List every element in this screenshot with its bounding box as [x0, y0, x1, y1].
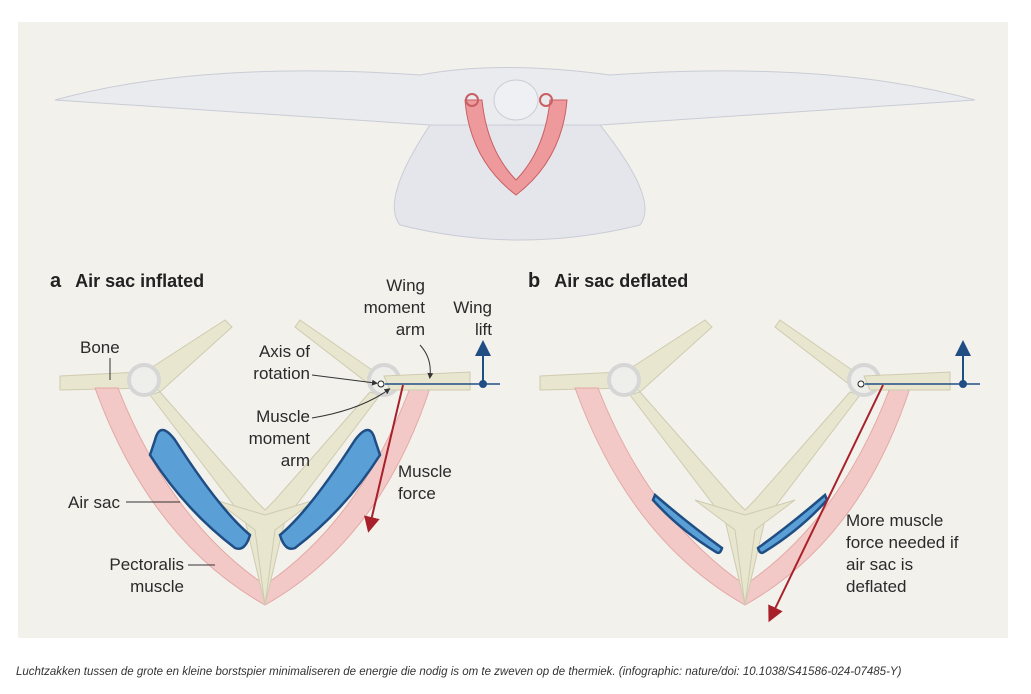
panel-b-diagram [538, 318, 980, 623]
air-sac-right-deflated [756, 492, 829, 555]
panel-a-letter: a [50, 270, 62, 292]
air-sac-left-deflated [651, 492, 724, 555]
panel-b-title-text: Air sac deflated [554, 271, 689, 291]
label-air-sac: Air sac [68, 493, 120, 512]
bird-illustration [54, 67, 976, 241]
label-deflated-note: More muscle force needed if air sac is d… [846, 511, 959, 596]
panel-a-title: a Air sac inflated [50, 270, 204, 293]
air-sac-right [278, 428, 382, 550]
label-axis-of-rotation: Axis of rotation [253, 342, 310, 383]
label-muscle-force: Muscle force [398, 462, 452, 503]
panel-b-title: b Air sac deflated [528, 270, 688, 293]
image-caption: Luchtzakken tussen de grote en kleine bo… [16, 666, 902, 678]
label-wing-moment-arm: Wing moment arm [363, 276, 425, 339]
panel-b-letter: b [528, 270, 541, 292]
panel-a-title-text: Air sac inflated [75, 271, 205, 291]
air-sac-left [148, 428, 252, 550]
label-bone: Bone [80, 338, 120, 357]
muscle-force-arrow [364, 384, 404, 533]
panel-a-diagram [58, 318, 500, 607]
label-pectoralis-muscle: Pectoralis muscle [109, 555, 184, 596]
label-wing-lift: Wing lift [453, 298, 492, 339]
label-muscle-moment-arm: Muscle moment arm [248, 407, 310, 470]
muscle-force-arrow-b [768, 384, 884, 623]
